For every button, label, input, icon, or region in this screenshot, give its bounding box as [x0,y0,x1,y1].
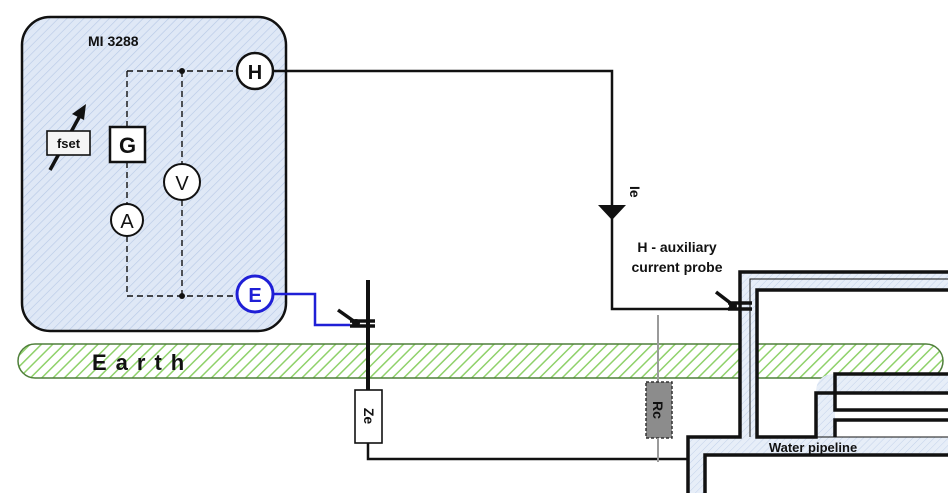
water-pipeline [686,270,948,493]
generator-label: G [119,133,136,158]
generator-box [108,125,147,164]
current-arrow [598,205,626,220]
probe-label-line2: current probe [631,259,722,275]
h-lead-wire [273,69,735,311]
voltmeter-label: V [175,173,189,195]
fset-arrow-head [72,104,86,120]
terminal-e-label: E [248,285,261,307]
probe-label-line1: H - auxiliary [637,239,717,255]
ze-resistor [354,389,383,444]
ammeter [110,203,144,237]
e-clamp-screw [352,319,360,327]
h-clamp-screw [729,302,737,310]
fset-box [46,130,91,156]
current-label: Ie [627,186,643,198]
instrument-box [20,15,288,333]
voltmeter [163,163,201,201]
junction-dot-top [179,68,185,74]
rc-label: Rc [650,401,666,419]
ze-wire [366,443,690,461]
junction-dot-bottom [179,293,185,299]
e-lead-wire [273,292,350,327]
fset-label: fset [57,136,81,151]
earth-band [17,343,944,379]
earth-label: Earth [92,350,193,375]
instrument-model: MI 3288 [88,33,139,49]
terminal-h-label: H [248,62,262,84]
pipeline-label: Water pipeline [769,440,857,455]
rc-resistor [645,381,673,439]
ze-label: Ze [361,408,377,425]
ammeter-label: A [120,211,134,233]
